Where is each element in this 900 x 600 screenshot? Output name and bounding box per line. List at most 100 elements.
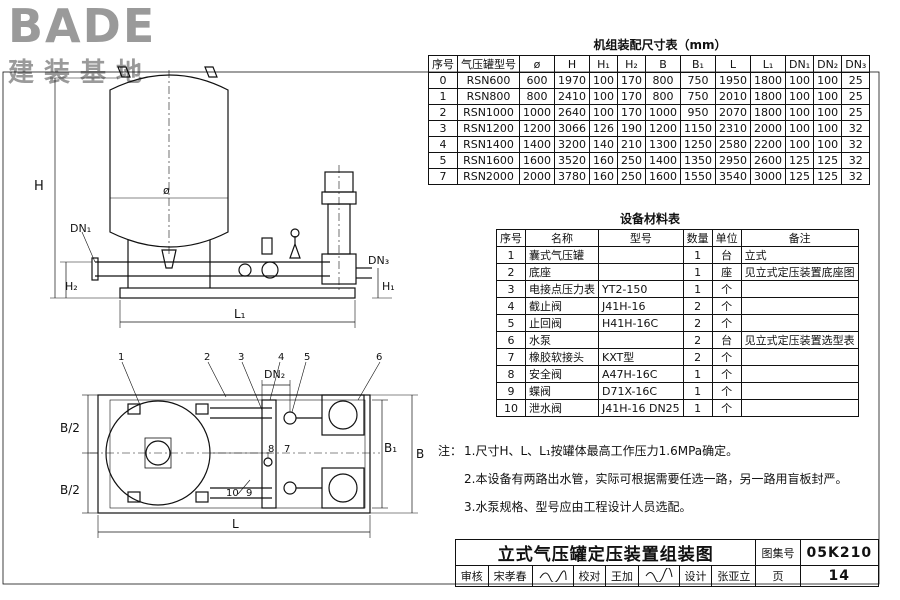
material-table-cell: 橡胶软接头 <box>525 348 599 366</box>
dim-DN2: DN₂ <box>264 368 285 381</box>
size-table-cell: 210 <box>617 136 646 153</box>
size-table-cell: 3200 <box>554 136 590 153</box>
callout-2: 2 <box>204 352 210 363</box>
plan-pump-top <box>321 394 365 436</box>
dim-DN3: DN₃ <box>368 254 389 267</box>
size-table-cell: 100 <box>784 88 815 105</box>
material-table-cell: YT2-150 <box>598 280 684 298</box>
size-table-cell: 2600 <box>750 152 786 169</box>
material-table-cell: 个 <box>711 297 742 315</box>
size-table-cell: 1800 <box>750 104 786 121</box>
size-table-cell: 32 <box>841 168 871 185</box>
size-table-cell: 1550 <box>680 168 716 185</box>
material-table-cell: 个 <box>711 314 742 332</box>
material-table-cell: D71X-16C <box>598 382 684 400</box>
material-table-cell: 座 <box>711 263 742 281</box>
size-table-cell: 100 <box>813 88 843 105</box>
dim-B1: B₁ <box>384 441 397 455</box>
dim-H2: H₂ <box>65 280 78 293</box>
size-table-cell: 100 <box>589 88 618 105</box>
size-table-cell: 1600 <box>519 152 555 169</box>
size-table-cell: 750 <box>680 88 716 105</box>
size-table-cell: 3520 <box>554 152 590 169</box>
material-table-cell: 5 <box>496 314 526 332</box>
material-table-cell <box>740 348 859 366</box>
notes-prefix: 注： <box>438 444 463 458</box>
material-table-cell: 1 <box>496 246 526 264</box>
material-table-cell: 4 <box>496 297 526 315</box>
size-table-cell: 2310 <box>715 120 751 137</box>
material-header: 型号 <box>598 229 684 247</box>
material-table-cell <box>598 246 684 264</box>
material-table-title: 设备材料表 <box>619 212 680 226</box>
size-table-title: 机组装配尺寸表（mm） <box>593 38 727 52</box>
material-table-cell <box>598 331 684 349</box>
tank-lug-left <box>117 66 131 78</box>
size-table-cell: 100 <box>589 72 618 89</box>
dim-H: H <box>34 179 44 194</box>
size-table-cell: 1200 <box>645 120 681 137</box>
size-table-cell: 2070 <box>715 104 751 121</box>
check-label: 校对 <box>572 565 607 587</box>
dim-B2-bottom: B/2 <box>60 483 80 497</box>
size-table-cell: 170 <box>617 72 646 89</box>
size-table-cell: RSN600 <box>457 72 520 89</box>
size-header: L₁ <box>750 55 786 73</box>
material-table-cell: 蝶阀 <box>525 382 599 400</box>
size-table-cell: 2640 <box>554 104 590 121</box>
material-table-cell: 水泵 <box>525 331 599 349</box>
material-table-cell: 见立式定压装置底座图 <box>740 263 859 281</box>
material-table-cell: 1 <box>682 280 713 298</box>
size-table-cell: 100 <box>784 120 815 137</box>
dim-DN1: DN₁ <box>70 222 91 235</box>
size-header: 序号 <box>428 55 458 73</box>
size-table-cell: 1970 <box>554 72 590 89</box>
size-table-cell: 100 <box>813 72 843 89</box>
size-table-cell: RSN1200 <box>457 120 520 137</box>
size-table-cell: 1600 <box>645 168 681 185</box>
callout-3: 3 <box>238 352 244 363</box>
material-header: 数量 <box>682 229 713 247</box>
size-table-cell: 170 <box>617 88 646 105</box>
size-table-cell: 3780 <box>554 168 590 185</box>
material-table-cell: 1 <box>682 399 713 417</box>
dim-H1: H₁ <box>382 280 395 293</box>
size-table-cell: 750 <box>680 72 716 89</box>
size-table-cell: 800 <box>519 88 555 105</box>
size-table-cell: 250 <box>617 152 646 169</box>
material-header: 序号 <box>496 229 526 247</box>
size-table-cell: 32 <box>841 152 871 169</box>
size-header: DN₂ <box>813 55 843 73</box>
size-header: DN₁ <box>784 55 815 73</box>
size-table-cell: 1000 <box>519 104 555 121</box>
size-table-cell: RSN1000 <box>457 104 520 121</box>
logo-subtitle: 建装基地 <box>8 58 153 88</box>
size-table-cell: 800 <box>645 88 681 105</box>
material-table-cell <box>740 280 859 298</box>
material-table-cell <box>740 365 859 383</box>
material-table-cell: 个 <box>711 348 742 366</box>
size-table-cell: 100 <box>784 72 815 89</box>
material-table-cell <box>740 382 859 400</box>
callout-4: 4 <box>278 352 284 363</box>
size-table-cell: 25 <box>841 104 871 121</box>
tank-body <box>109 74 229 248</box>
size-table-cell: 100 <box>784 104 815 121</box>
size-table-cell: 160 <box>589 168 618 185</box>
logo-text: BADE <box>8 0 157 53</box>
tank-lug-right <box>204 66 218 78</box>
size-table-cell: 1800 <box>750 72 786 89</box>
reviewer-name: 宋孝春 <box>487 565 533 587</box>
material-table-cell: 台 <box>711 331 742 349</box>
callout-10: 10 <box>226 488 239 499</box>
size-table-cell: 100 <box>813 120 843 137</box>
size-table-cell: 125 <box>784 152 815 169</box>
